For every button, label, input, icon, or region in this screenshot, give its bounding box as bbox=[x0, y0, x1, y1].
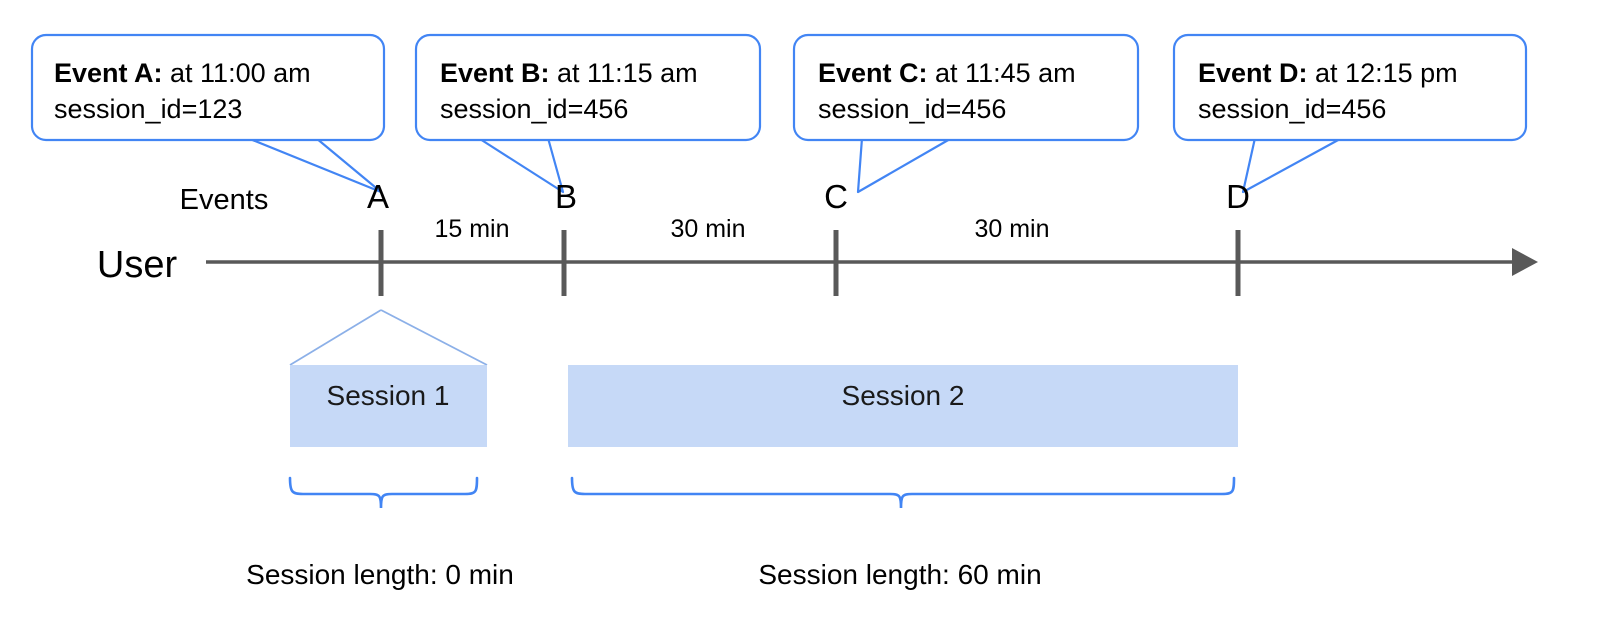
callout-d-tail bbox=[1241, 136, 1342, 194]
funnel-line-left bbox=[289, 309, 382, 366]
session-2-label: Session 2 bbox=[842, 380, 965, 411]
callout-c-box bbox=[792, 33, 1140, 142]
callout-b-tail bbox=[478, 136, 565, 194]
callout-c-time: at 11:45 am bbox=[928, 58, 1076, 88]
session-1-label: Session 1 bbox=[327, 380, 450, 411]
axis-arrow-icon bbox=[1512, 248, 1538, 276]
callout-a-lead: Event A: bbox=[54, 58, 163, 88]
callout-b-line2: session_id=456 bbox=[440, 94, 628, 124]
session-2-brace bbox=[570, 476, 1236, 509]
callout-event-c: Event C: at 11:45 am session_id=456 bbox=[792, 33, 1140, 194]
callout-a-box bbox=[30, 33, 386, 142]
event-letter-a: A bbox=[367, 178, 389, 215]
callout-a-line2: session_id=123 bbox=[54, 94, 242, 124]
callout-c-tail bbox=[856, 136, 952, 194]
timeline-axis bbox=[206, 248, 1538, 276]
event-letter-d: D bbox=[1226, 178, 1250, 215]
session-1-rect[interactable] bbox=[290, 365, 487, 447]
callout-event-b: Event B: at 11:15 am session_id=456 bbox=[414, 33, 762, 194]
funnel-line-right bbox=[380, 309, 488, 366]
session-1-brace bbox=[288, 476, 479, 509]
callout-d-box bbox=[1172, 33, 1528, 142]
session-1-block[interactable]: Session 1 bbox=[290, 365, 487, 447]
callout-d-line1: Event D: at 12:15 pm bbox=[1198, 58, 1458, 88]
gap-label-a-b: 15 min bbox=[434, 215, 509, 243]
event-letter-b: B bbox=[555, 178, 577, 215]
callout-a-tail bbox=[248, 136, 383, 194]
callout-b-line1: Event B: at 11:15 am bbox=[440, 58, 698, 88]
callout-a-time: at 11:00 am bbox=[163, 58, 311, 88]
session-2-length-caption: Session length: 60 min bbox=[758, 559, 1041, 590]
row-label-user: User bbox=[97, 244, 178, 286]
callout-d-lead: Event D: bbox=[1198, 58, 1308, 88]
callout-c-line2: session_id=456 bbox=[818, 94, 1006, 124]
callout-event-a: Event A: at 11:00 am session_id=123 bbox=[30, 33, 386, 194]
gap-label-b-c: 30 min bbox=[670, 215, 745, 243]
callout-event-d: Event D: at 12:15 pm session_id=456 bbox=[1172, 33, 1528, 194]
session-1-funnel bbox=[289, 309, 488, 366]
callout-b-time: at 11:15 am bbox=[550, 58, 698, 88]
callout-d-line2: session_id=456 bbox=[1198, 94, 1386, 124]
callout-c-line1: Event C: at 11:45 am bbox=[818, 58, 1076, 88]
callout-b-box bbox=[414, 33, 762, 142]
event-letter-c: C bbox=[824, 178, 848, 215]
session-2-rect[interactable] bbox=[568, 365, 1238, 447]
session-2-block[interactable]: Session 2 bbox=[568, 365, 1238, 447]
session-1-length-caption: Session length: 0 min bbox=[246, 559, 514, 590]
callout-c-lead: Event C: bbox=[818, 58, 928, 88]
callout-b-lead: Event B: bbox=[440, 58, 550, 88]
gap-label-c-d: 30 min bbox=[974, 215, 1049, 243]
row-label-events: Events bbox=[180, 184, 269, 216]
callout-a-line1: Event A: at 11:00 am bbox=[54, 58, 311, 88]
callout-d-time: at 12:15 pm bbox=[1308, 58, 1458, 88]
